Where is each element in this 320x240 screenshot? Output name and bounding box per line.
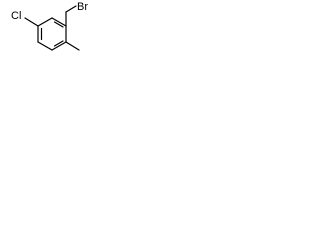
methyl-bond [65, 41, 80, 51]
ring-bond-top-right [51, 17, 67, 27]
chlorine-bond [24, 17, 39, 27]
ring-bond-bottom-right [51, 41, 67, 51]
ring-inner-double-bond-top-right [53, 21, 64, 28]
chlorine-atom-label: Cl [11, 10, 21, 22]
chemical-structure-diagram: Br Cl [11, 1, 88, 51]
carbon-bromine-bond [65, 5, 77, 13]
ring-bond-lower-left [37, 41, 53, 51]
chemical-structure-canvas: Br Cl [0, 0, 92, 68]
ring-inner-double-bond-bottom-right [53, 40, 64, 47]
bromine-atom-label: Br [77, 1, 88, 13]
ring-bond-top-left [37, 17, 53, 27]
